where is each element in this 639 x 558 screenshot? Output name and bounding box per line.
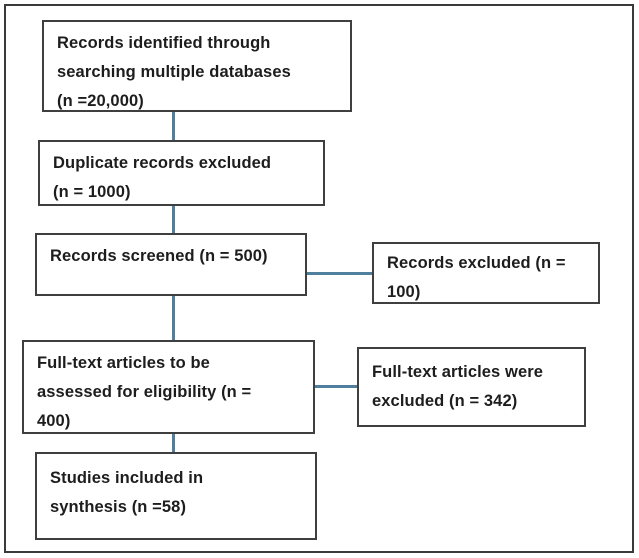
flow-node-fulltext-excluded: Full-text articles were excluded (n = 34…: [357, 347, 586, 427]
connector-fulltext-to-included: [172, 434, 175, 452]
node-text-line: (n = 1000): [53, 183, 131, 201]
node-text-line: Records excluded (n =: [387, 254, 566, 272]
node-text-line: excluded (n = 342): [372, 392, 518, 410]
node-text-line: assessed for eligibility (n =: [37, 383, 252, 401]
node-text-line: Studies included in: [50, 469, 204, 487]
node-text-line: Full-text articles to be: [37, 354, 210, 372]
flow-node-duplicates-excluded: Duplicate records excluded (n = 1000): [38, 140, 325, 206]
node-text-line: Records screened (n = 500): [50, 247, 268, 265]
node-text-line: Duplicate records excluded: [53, 154, 272, 172]
flow-node-fulltext-assessed: Full-text articles to be assessed for el…: [22, 340, 315, 434]
node-text-line: Records identified through: [57, 34, 271, 52]
node-text-line: 100): [387, 283, 421, 301]
connector-screened-to-records-excluded: [307, 272, 372, 275]
node-text-line: (n =20,000): [57, 92, 144, 110]
connector-fulltext-to-fulltext-excluded: [315, 385, 357, 388]
flow-node-records-identified: Records identified through searching mul…: [42, 20, 352, 112]
flow-node-studies-included: Studies included in synthesis (n =58): [35, 452, 317, 540]
node-text-line: searching multiple databases: [57, 63, 291, 81]
diagram-outer-frame: [4, 4, 634, 553]
flow-node-records-screened: Records screened (n = 500): [35, 233, 307, 296]
connector-duplicates-to-screened: [172, 206, 175, 233]
node-text-line: Full-text articles were: [372, 363, 544, 381]
node-text-line: 400): [37, 412, 71, 430]
connector-identified-to-duplicates: [172, 112, 175, 140]
flow-node-records-excluded: Records excluded (n = 100): [372, 242, 600, 304]
node-text-line: synthesis (n =58): [50, 498, 187, 516]
connector-screened-to-fulltext: [172, 296, 175, 340]
